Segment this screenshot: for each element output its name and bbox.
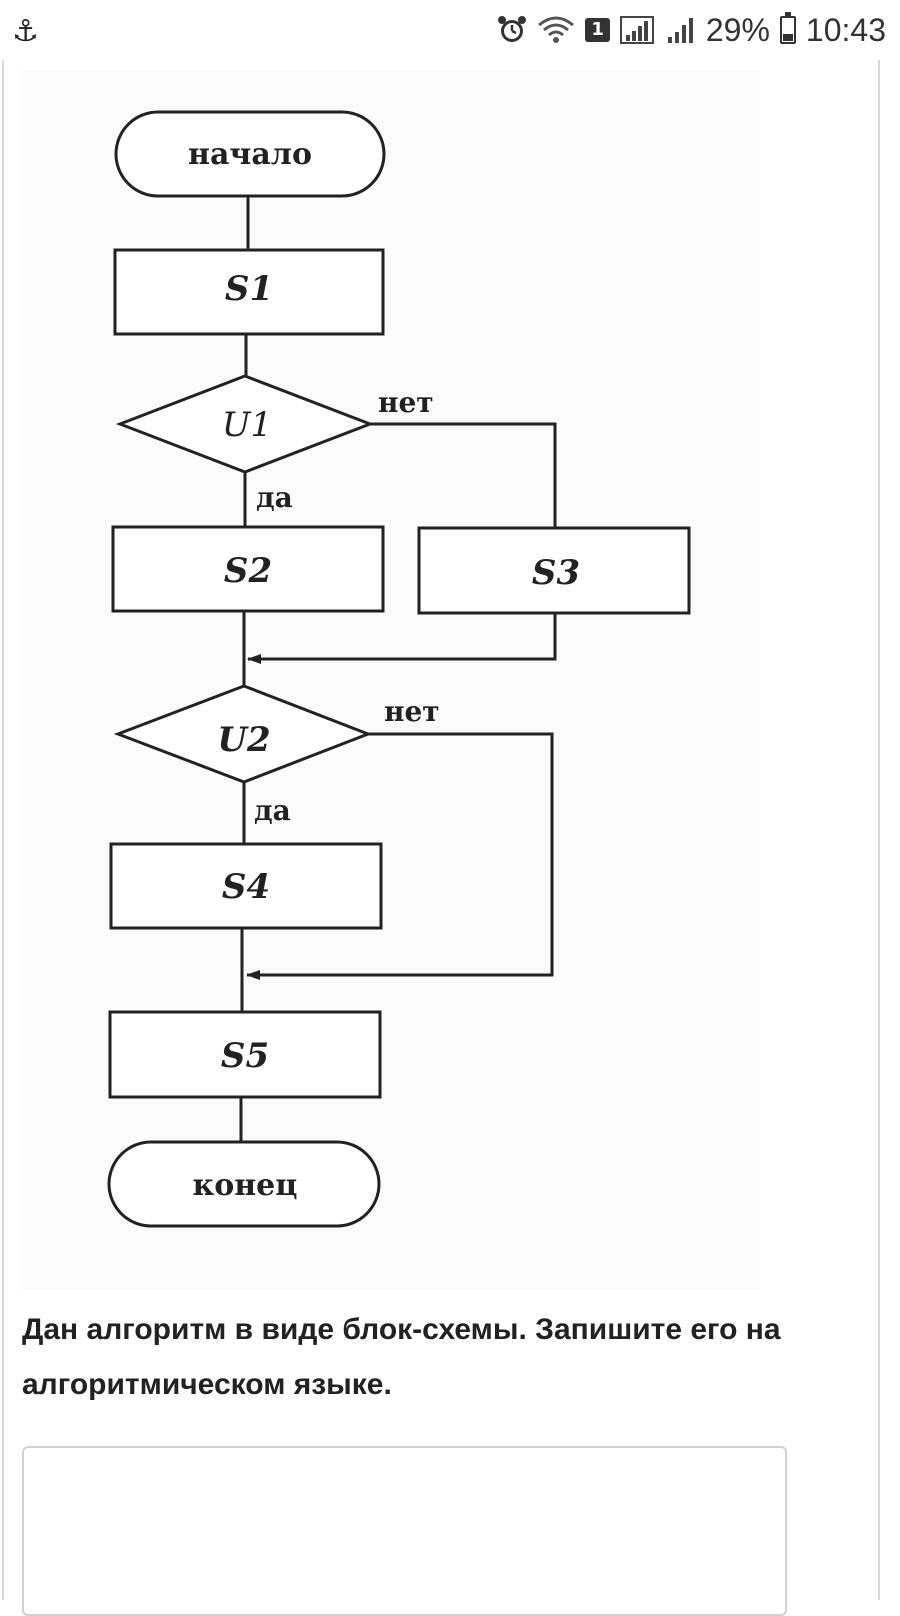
question-text: Дан алгоритм в виде блок-схемы. Запишите… — [22, 1313, 781, 1401]
edge-s3-merge — [247, 613, 557, 664]
status-bar: ⚓ 1 — [0, 0, 900, 60]
process-s4 — [109, 842, 383, 930]
start-label: начало — [188, 137, 312, 172]
sim-badge: 1 — [585, 18, 610, 42]
u2-no-label: нет — [384, 695, 440, 728]
s2-label: S2 — [224, 551, 272, 591]
battery-percent: 29% — [705, 11, 770, 48]
u2-yes-label: да — [254, 794, 291, 827]
s1-label: S1 — [225, 269, 273, 309]
edge-u1-no — [370, 422, 557, 528]
edge-u2-no — [246, 732, 554, 980]
flowchart-diagram: начало S1 U1 нет да S2 S3 U2 нет да S4 S… — [20, 70, 760, 1290]
battery-icon — [779, 12, 796, 44]
wifi-icon — [537, 15, 575, 45]
u2-label: U2 — [217, 720, 270, 760]
process-s2 — [111, 525, 385, 613]
answer-input[interactable] — [22, 1446, 787, 1616]
usb-anchor-icon: ⚓ — [12, 14, 39, 49]
u1-yes-label: да — [256, 481, 293, 514]
process-s3 — [417, 526, 691, 615]
page-frame — [2, 60, 880, 1600]
end-label: конец — [193, 1168, 298, 1203]
s4-label: S4 — [222, 867, 270, 907]
flowchart-svg: начало S1 U1 нет да S2 S3 U2 нет да S4 S… — [107, 110, 691, 1228]
process-s1 — [113, 248, 385, 336]
status-icons: 1 29% 10:43 — [497, 10, 886, 50]
process-s5 — [108, 1010, 382, 1099]
start-terminal — [114, 110, 386, 198]
u1-label: U1 — [222, 405, 272, 445]
signal-strength-icon-1 — [619, 15, 656, 45]
s3-label: S3 — [532, 553, 580, 593]
alarm-clock-icon — [497, 15, 527, 45]
end-terminal — [107, 1140, 381, 1228]
signal-strength-icon-2 — [666, 15, 696, 45]
u1-no-label: нет — [378, 386, 434, 419]
clock-time: 10:43 — [805, 11, 886, 48]
s5-label: S5 — [221, 1036, 269, 1076]
